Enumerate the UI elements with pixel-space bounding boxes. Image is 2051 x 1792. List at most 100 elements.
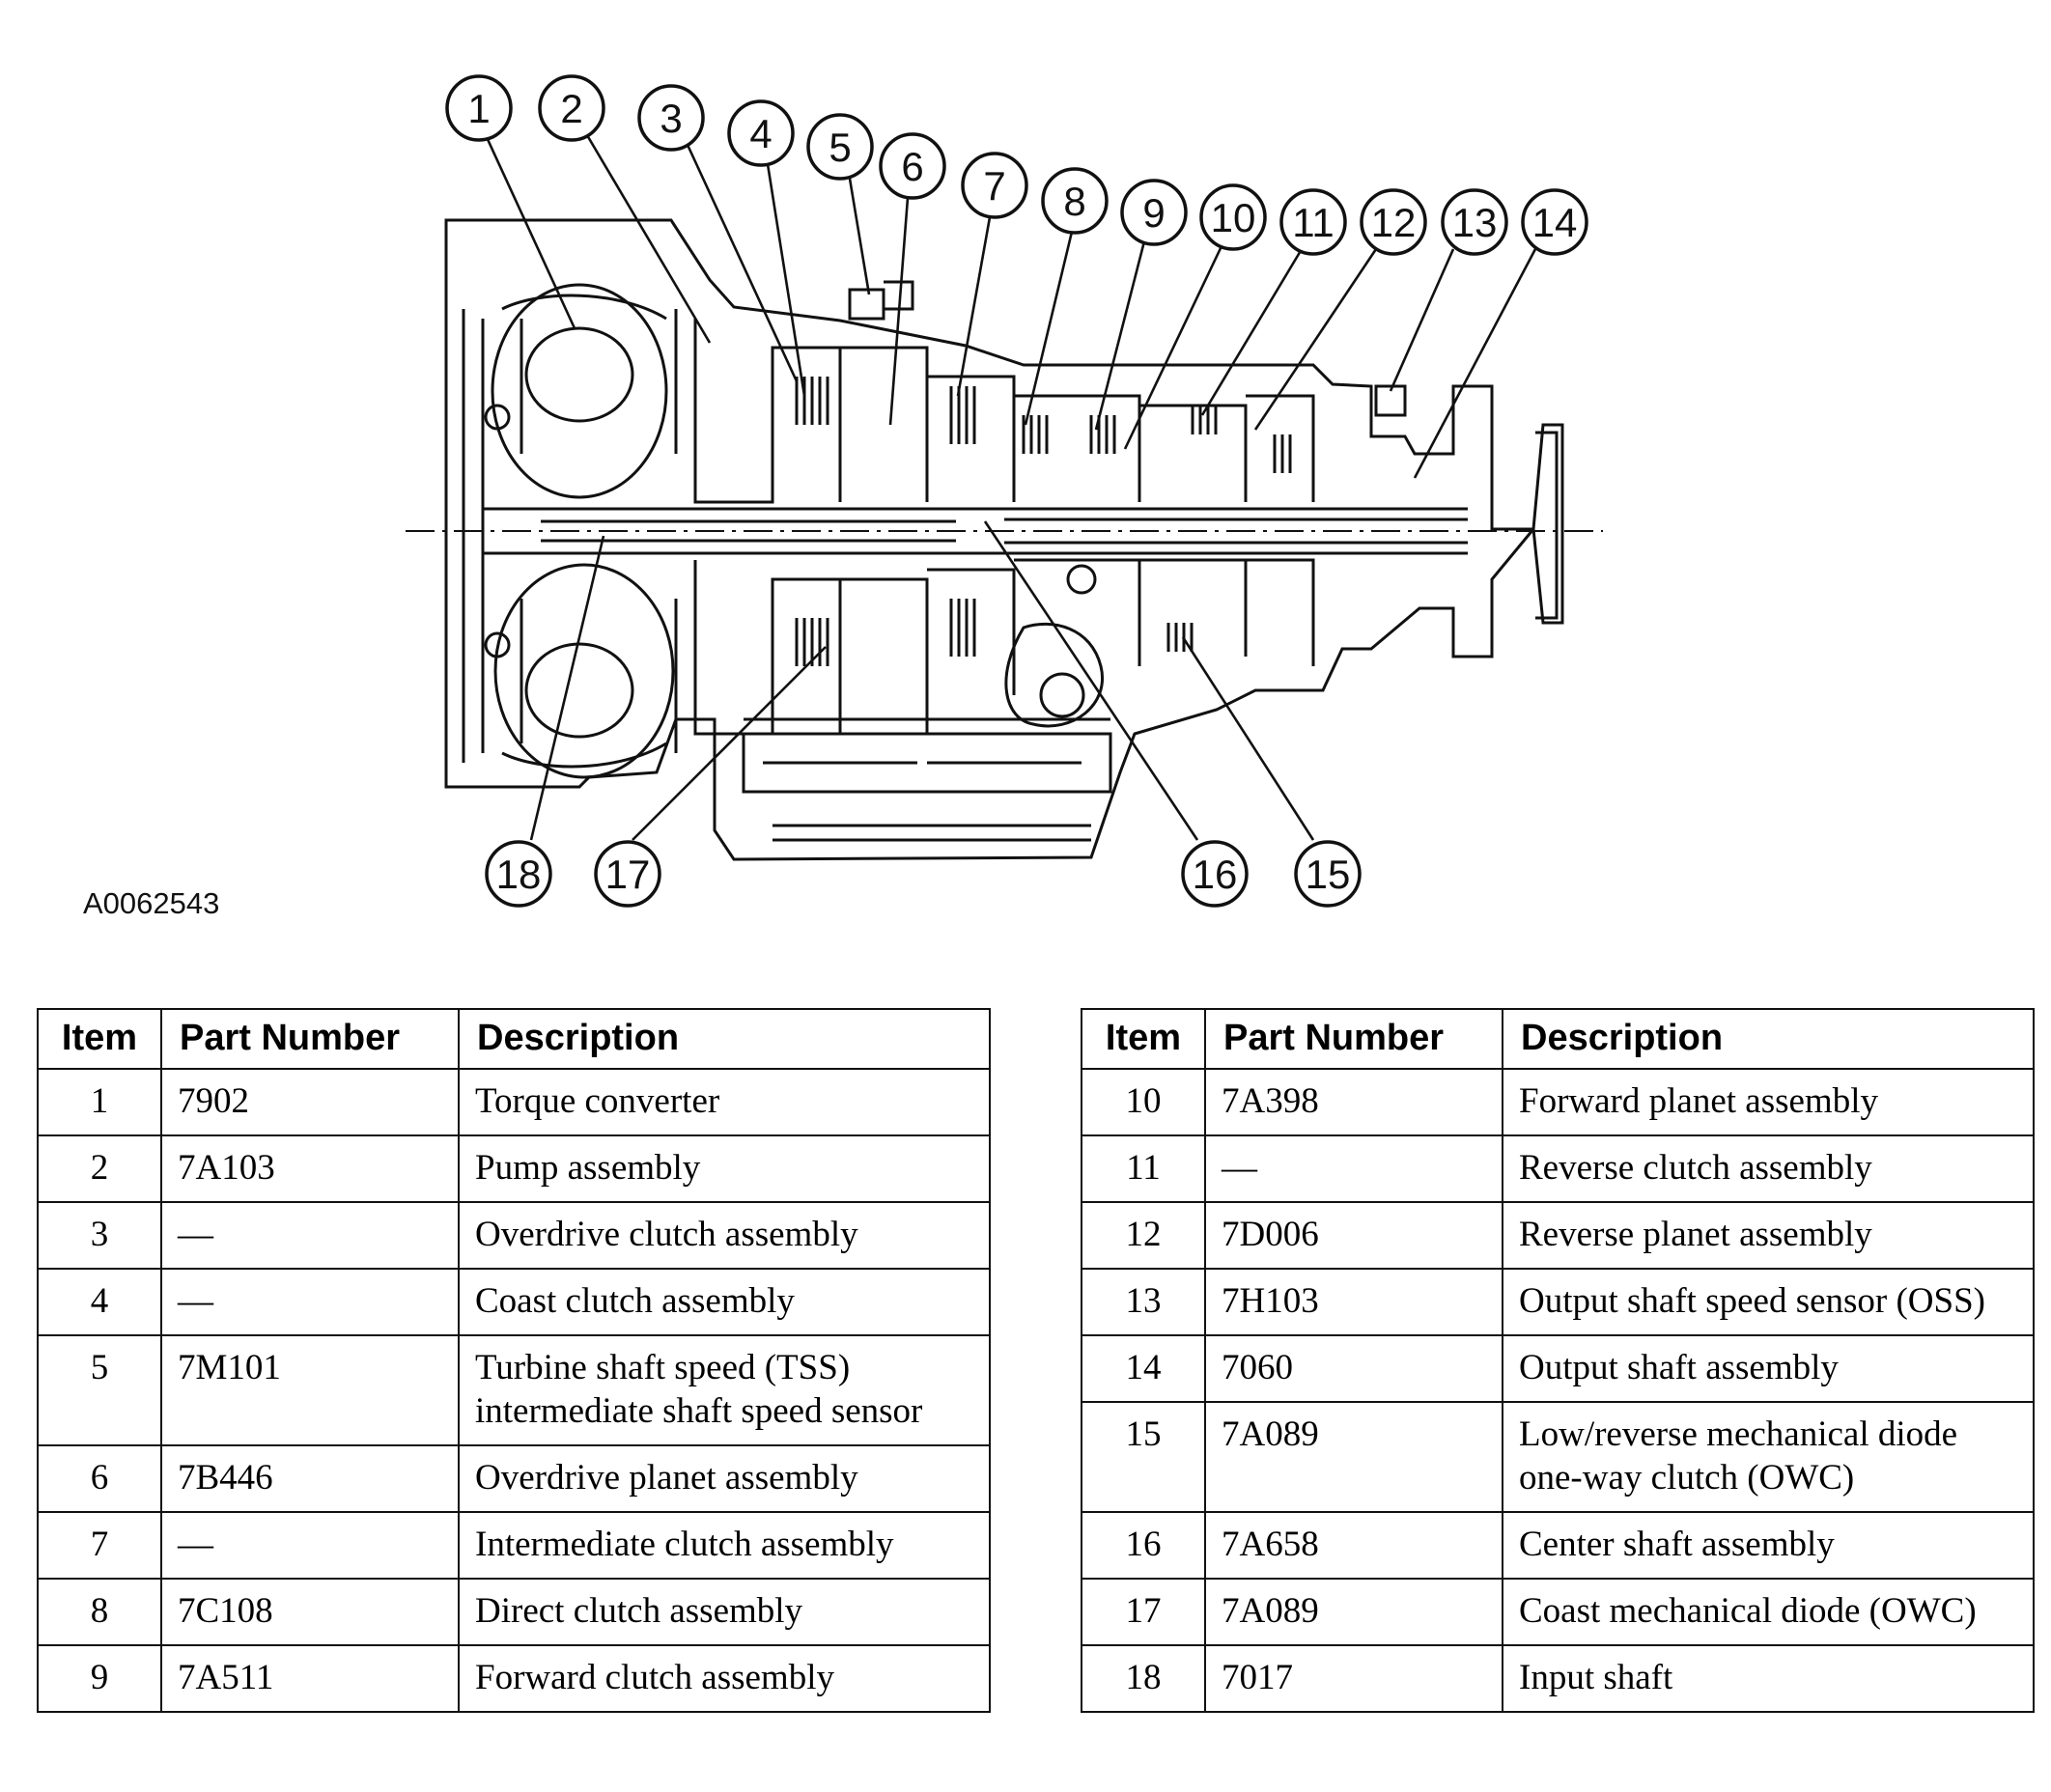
table-row: 4—Coast clutch assembly (37, 1268, 991, 1336)
table-row: 11—Reverse clutch assembly (1081, 1134, 2035, 1203)
callout-label: 9 (1142, 190, 1165, 236)
item-cell: 7 (37, 1511, 162, 1580)
part-number-cell: 7060 (1204, 1334, 1503, 1403)
callout-13: 13 (1441, 188, 1508, 256)
callout-label: 5 (829, 125, 851, 170)
callout-label: 13 (1452, 200, 1498, 245)
item-cell: 5 (37, 1334, 162, 1446)
callout-label: 3 (660, 96, 682, 141)
part-number-cell: 7M101 (160, 1334, 460, 1446)
leader-lines (484, 134, 1537, 841)
transmission-drawing (444, 218, 1564, 861)
callout-label: 8 (1063, 179, 1085, 224)
callout-label: 16 (1193, 852, 1238, 897)
callout-14: 14 (1521, 188, 1588, 256)
column-header-item: Item (37, 1008, 162, 1070)
item-cell: 2 (37, 1134, 162, 1203)
column-header-description: Description (1502, 1008, 2035, 1070)
callout-label: 10 (1211, 195, 1256, 240)
item-cell: 6 (37, 1444, 162, 1513)
description-cell: Coast mechanical diode (OWC) (1502, 1578, 2035, 1646)
description-cell: Overdrive clutch assembly (458, 1201, 991, 1270)
description-cell: Turbine shaft speed (TSS) intermediate s… (458, 1334, 991, 1446)
part-number-cell: — (160, 1201, 460, 1270)
callout-16: 16 (1181, 840, 1249, 908)
part-number-cell: 7A089 (1204, 1578, 1503, 1646)
description-cell: Coast clutch assembly (458, 1268, 991, 1336)
table-header-row: Item Part Number Description (1081, 1008, 2035, 1070)
item-cell: 1 (37, 1068, 162, 1136)
callout-label: 17 (605, 852, 651, 897)
callout-11: 11 (1279, 188, 1347, 256)
description-cell: Output shaft assembly (1502, 1334, 2035, 1403)
callout-label: 11 (1292, 200, 1335, 245)
callout-10: 10 (1199, 183, 1267, 251)
description-cell: Torque converter (458, 1068, 991, 1136)
description-cell: Input shaft (1502, 1644, 2035, 1713)
callout-label: 6 (901, 144, 923, 189)
callout-2: 2 (538, 74, 605, 142)
item-cell: 16 (1081, 1511, 1206, 1580)
callout-label: 7 (983, 163, 1005, 209)
callout-7: 7 (961, 152, 1028, 219)
column-header-part-number: Part Number (1204, 1008, 1503, 1070)
figure-id: A0062543 (83, 886, 220, 920)
description-cell: Low/reverse mechanical diode one-way clu… (1502, 1401, 2035, 1513)
part-number-cell: 7902 (160, 1068, 460, 1136)
callout-18: 18 (485, 840, 552, 908)
callout-1: 1 (445, 74, 513, 142)
item-cell: 18 (1081, 1644, 1206, 1713)
part-number-cell: 7D006 (1204, 1201, 1503, 1270)
item-cell: 15 (1081, 1401, 1206, 1513)
description-cell: Output shaft speed sensor (OSS) (1502, 1268, 2035, 1336)
part-number-cell: — (1204, 1134, 1503, 1203)
callout-label: 18 (496, 852, 542, 897)
description-cell: Direct clutch assembly (458, 1578, 991, 1646)
part-number-cell: 7A511 (160, 1644, 460, 1713)
part-number-cell: — (160, 1268, 460, 1336)
callout-label: 12 (1371, 200, 1417, 245)
item-cell: 13 (1081, 1268, 1206, 1336)
item-cell: 17 (1081, 1578, 1206, 1646)
item-cell: 8 (37, 1578, 162, 1646)
part-number-cell: 7H103 (1204, 1268, 1503, 1336)
part-number-cell: — (160, 1511, 460, 1580)
part-number-cell: 7A103 (160, 1134, 460, 1203)
part-number-cell: 7017 (1204, 1644, 1503, 1713)
callout-15: 15 (1294, 840, 1362, 908)
item-cell: 10 (1081, 1068, 1206, 1136)
table-header-row: Item Part Number Description (37, 1008, 991, 1070)
callout-8: 8 (1041, 167, 1109, 235)
description-cell: Intermediate clutch assembly (458, 1511, 991, 1580)
part-number-cell: 7A658 (1204, 1511, 1503, 1580)
description-cell: Pump assembly (458, 1134, 991, 1203)
description-cell: Forward clutch assembly (458, 1644, 991, 1713)
callout-label: 14 (1532, 200, 1578, 245)
item-cell: 11 (1081, 1134, 1206, 1203)
item-cell: 12 (1081, 1201, 1206, 1270)
callout-label: 1 (467, 86, 490, 131)
column-header-item: Item (1081, 1008, 1206, 1070)
description-cell: Center shaft assembly (1502, 1511, 2035, 1580)
transmission-cutaway-diagram: 1 2 3 4 5 6 7 8 9 10 11 12 13 14 15 16 1… (406, 74, 1603, 908)
table-row: 7—Intermediate clutch assembly (37, 1511, 991, 1580)
item-cell: 3 (37, 1201, 162, 1270)
part-number-cell: 7A398 (1204, 1068, 1503, 1136)
callout-17: 17 (594, 840, 661, 908)
callout-9: 9 (1120, 179, 1188, 246)
item-cell: 9 (37, 1644, 162, 1713)
callout-6: 6 (879, 132, 946, 200)
